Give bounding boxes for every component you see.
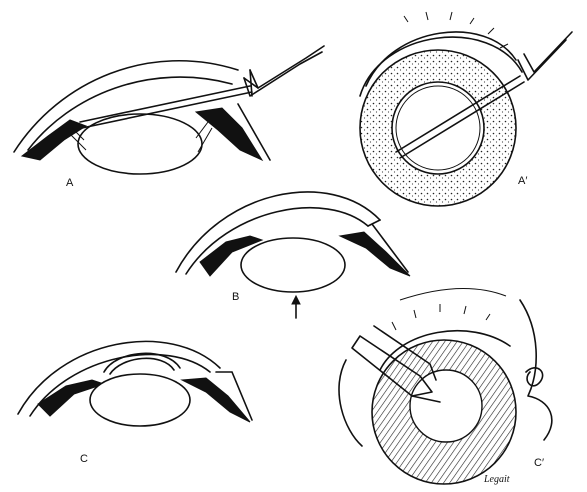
lens [90, 374, 190, 426]
panel-b-cross-section: B [176, 192, 410, 318]
pupil [410, 370, 482, 442]
lens [241, 238, 345, 292]
panel-a-label: A [66, 177, 74, 189]
panel-a-prime-label: A′ [518, 175, 527, 187]
lens [78, 114, 202, 174]
panel-b-label: B [232, 291, 239, 303]
upward-arrow-icon [292, 296, 300, 318]
panel-a-cross-section: A [14, 46, 324, 189]
panel-c-cross-section: C [18, 341, 252, 465]
pupil [392, 82, 484, 174]
panel-c-label: C [80, 453, 88, 465]
panel-c-prime-label: C′ [534, 457, 544, 469]
artist-signature: Legait [483, 474, 510, 485]
panel-a-prime-front-view: A′ [360, 12, 572, 206]
panel-c-prime-front-view: C′ Legait [339, 288, 552, 485]
